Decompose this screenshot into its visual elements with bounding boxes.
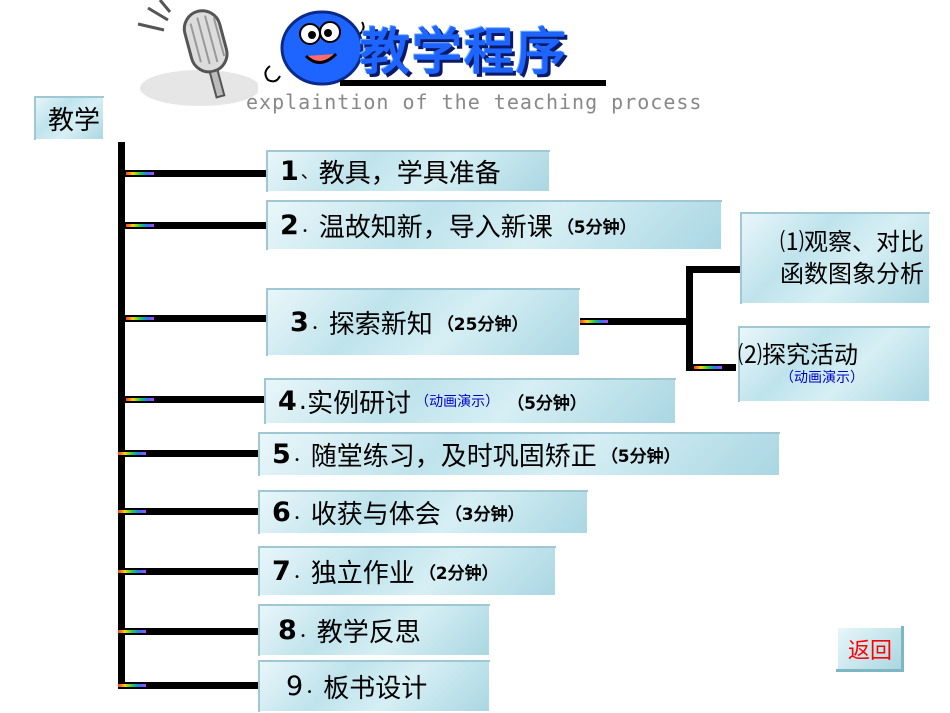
step-2-time: （5分钟） bbox=[556, 217, 637, 238]
step-8-button[interactable]: 8 ． 教学反思 bbox=[258, 604, 490, 656]
stub-3 bbox=[126, 317, 154, 320]
step-3-label: 探索新知 bbox=[328, 309, 433, 340]
branch-1 bbox=[118, 170, 268, 177]
step-4-button[interactable]: 4 . 实例研讨 （动画演示） （5分钟） bbox=[264, 378, 676, 424]
sub-branch-1 bbox=[686, 266, 742, 273]
stub-6 bbox=[118, 510, 146, 513]
branch-8 bbox=[118, 628, 260, 635]
step-5-button[interactable]: 5 ． 随堂练习，及时巩固矫正 （5分钟） bbox=[258, 432, 780, 476]
step-6-label: 收获与体会 bbox=[310, 499, 441, 530]
step-4-label: 实例研讨 bbox=[307, 388, 412, 419]
branch-3 bbox=[118, 315, 268, 322]
step-9-label: 板书设计 bbox=[323, 673, 428, 704]
step-2-label: 温故知新，导入新课 bbox=[318, 212, 553, 243]
page-title: 教学程序 bbox=[360, 23, 568, 81]
step-4-number: 4 bbox=[278, 385, 297, 417]
substep-1-button[interactable]: ⑴观察、对比 函数图象分析 bbox=[740, 212, 930, 304]
branch-6 bbox=[118, 508, 260, 515]
step-3-time: （25分钟） bbox=[436, 314, 529, 335]
substep-2-button[interactable]: ⑵探究活动 （动画演示） bbox=[738, 326, 930, 402]
step-9-sep: ． bbox=[305, 677, 324, 698]
branch-5 bbox=[118, 450, 260, 457]
stub-5 bbox=[118, 452, 146, 455]
step-4-animation-link[interactable]: （动画演示） bbox=[415, 394, 500, 410]
sub-branch-trunk bbox=[686, 268, 693, 368]
branch-7 bbox=[118, 568, 260, 575]
step-7-button[interactable]: 7 ． 独立作业 （2分钟） bbox=[258, 546, 556, 596]
branch-2 bbox=[118, 222, 268, 229]
step-6-number: 6 bbox=[272, 496, 291, 528]
step-5-label: 随堂练习，及时巩固矫正 bbox=[310, 441, 597, 472]
page-subtitle: explaintion of the teaching process bbox=[246, 90, 703, 114]
step-8-label: 教学反思 bbox=[316, 617, 421, 648]
step-2-number: 2 bbox=[280, 209, 299, 241]
step-5-time: （5分钟） bbox=[600, 446, 681, 467]
step-3-sep: ． bbox=[310, 313, 329, 334]
step-6-sep: ． bbox=[292, 503, 311, 524]
step-5-number: 5 bbox=[272, 438, 291, 470]
step-7-time: （2分钟） bbox=[418, 563, 499, 584]
substep-2-label: ⑵探究活动 bbox=[738, 341, 858, 369]
title-underline bbox=[340, 80, 606, 86]
stub-4 bbox=[126, 398, 154, 401]
left-tab: 教学 bbox=[34, 96, 104, 140]
step-8-sep: ． bbox=[298, 621, 317, 642]
step-6-button[interactable]: 6 ． 收获与体会 （3分钟） bbox=[258, 490, 588, 534]
step-9-button[interactable]: 9 ． 板书设计 bbox=[258, 660, 490, 712]
step-7-number: 7 bbox=[272, 555, 291, 587]
main-trunk bbox=[118, 142, 125, 687]
sub-branch-connector bbox=[580, 318, 692, 325]
step-2-button[interactable]: 2 ． 温故知新，导入新课 （5分钟） bbox=[266, 200, 722, 250]
stub-9 bbox=[118, 684, 146, 687]
step-1-sep: 、 bbox=[300, 162, 319, 183]
step-7-sep: ． bbox=[292, 562, 311, 583]
step-8-number: 8 bbox=[278, 614, 297, 646]
stub-2 bbox=[126, 224, 154, 227]
step-1-button[interactable]: 1 、 教具，学具准备 bbox=[266, 150, 550, 192]
step-1-label: 教具，学具准备 bbox=[318, 158, 501, 189]
substep-2-animation-link[interactable]: （动画演示） bbox=[780, 370, 864, 386]
branch-9 bbox=[118, 682, 260, 689]
microphone-clipart bbox=[137, 0, 258, 106]
step-6-time: （3分钟） bbox=[444, 504, 525, 525]
step-1-number: 1 bbox=[280, 155, 299, 187]
step-2-sep: ． bbox=[300, 216, 319, 237]
step-4-sep: . bbox=[298, 386, 308, 416]
mascot-clipart bbox=[264, 10, 365, 86]
step-7-label: 独立作业 bbox=[310, 558, 415, 589]
back-button[interactable]: 返回 bbox=[836, 626, 904, 672]
stub-7 bbox=[118, 570, 146, 573]
stub-1 bbox=[126, 172, 154, 175]
step-4-time: （5分钟） bbox=[507, 393, 587, 414]
sub-stub-2 bbox=[694, 366, 722, 369]
left-tab-label: 教学 bbox=[48, 105, 101, 136]
branch-4 bbox=[118, 396, 266, 403]
step-3-number: 3 bbox=[290, 306, 309, 338]
stub-8 bbox=[118, 630, 146, 633]
substep-1-line2: 函数图象分析 bbox=[780, 260, 924, 288]
step-5-sep: ． bbox=[292, 445, 311, 466]
step-3-button[interactable]: 3 ． 探索新知 （25分钟） bbox=[266, 288, 580, 356]
step-9-number: 9 bbox=[286, 670, 304, 702]
sub-stub-1 bbox=[580, 320, 608, 323]
substep-1-line1: ⑴观察、对比 bbox=[780, 228, 924, 256]
